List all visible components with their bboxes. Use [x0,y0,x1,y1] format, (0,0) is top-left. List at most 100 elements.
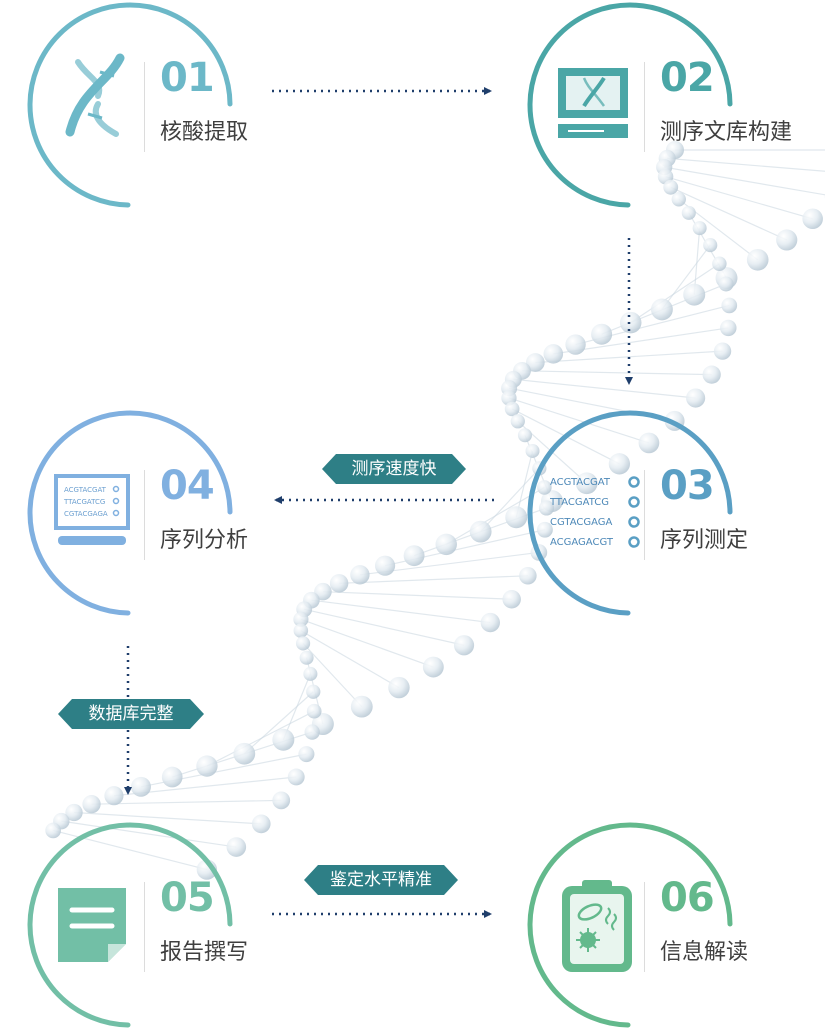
helix-bead [388,676,410,699]
laptop-sequence-2: TTACGATCG [63,498,105,506]
clipboard-microbe-icon [560,878,634,978]
helix-bead [638,432,660,454]
helix-bead [306,684,321,699]
helix-bead [435,533,457,556]
step-01-divider [144,62,145,152]
step-01-label: 核酸提取 [160,120,249,145]
helix-bead [82,795,101,814]
helix-bead [196,755,218,777]
helix-bead [681,205,696,220]
helix-bead [469,520,492,543]
helix-rung [73,811,262,825]
helix-bead [525,443,540,458]
step-06: 06 信息解读 [520,820,760,1030]
helix-bead [329,574,349,593]
step-05-number: 05 [160,875,215,921]
helix-rung [535,350,723,364]
helix-bead [104,786,124,806]
helix-rung [304,608,465,646]
helix-bead [720,319,737,337]
helix-bead [350,565,370,585]
step-03-number: 03 [660,463,715,509]
helix-bead [663,179,679,195]
helix-rung [693,228,701,295]
helix-bead [746,248,769,271]
helix-bead [525,353,545,372]
laptop-sequence-3: CGTACGAGA [64,510,108,518]
helix-bead [65,803,83,822]
sequence-line-1: ACGTACGAT [550,477,611,488]
helix-bead [502,590,521,609]
step-02-number: 02 [660,55,715,101]
helix-bead [671,192,686,207]
helix-bead [519,566,537,585]
step-05: 05 报告撰写 [20,820,260,1030]
helix-rung [508,397,650,444]
document-icon [54,884,134,970]
helix-bead [517,428,532,443]
helix-bead [776,229,798,251]
helix-bead [608,453,631,475]
helix-bead [295,636,311,651]
helix-bead [287,768,305,786]
helix-bead [226,837,247,857]
step-01-number: 01 [160,55,215,101]
helix-bead [453,635,475,656]
sequence-line-3: CGTACGAGA [550,517,613,528]
badge-accuracy: 鉴定水平精准 [304,865,458,895]
helix-bead [422,656,444,678]
helix-bead [713,342,732,360]
step-05-divider [144,882,145,972]
badge-speed: 测序速度快 [322,454,466,484]
step-03-label: 序列测定 [660,528,749,553]
step-01-ring [27,2,233,208]
dna-icon [58,52,138,146]
helix-rung [664,166,825,196]
helix-bead [537,480,552,495]
helix-bead [350,695,373,718]
laptop-sequence-icon: ACGTACGAT TTACGATCG CGTACGAGA [52,474,132,554]
helix-rung [61,820,237,848]
helix-bead [510,414,525,429]
step-04: ACGTACGAT TTACGATCG CGTACGAGA 04 序列分析 [20,408,260,618]
step-03-divider [644,470,645,560]
helix-bead [543,344,564,364]
helix-rung [630,263,720,324]
step-02-divider [644,62,645,152]
helix-rung [206,710,315,767]
step-04-divider [144,470,145,560]
helix-bead [251,814,271,834]
step-06-label: 信息解读 [660,940,749,965]
helix-bead [293,611,309,627]
helix-rung [670,186,787,241]
helix-rung [300,618,434,668]
helix-bead [298,746,315,763]
laptop-sequence-1: ACGTACGAT [64,486,107,494]
helix-rung [243,691,314,755]
helix-rung [91,799,282,805]
helix-rung [667,157,825,172]
step-06-divider [644,882,645,972]
step-03: ACGTACGAT TTACGATCG CGTACGAGA ACGAGACGT … [520,408,760,618]
helix-bead [504,401,520,417]
step-06-ring [527,822,733,1028]
helix-bead [650,298,673,321]
helix-bead [536,521,553,538]
badge-database: 数据库完整 [58,699,204,729]
monitor-dna-icon [554,66,634,150]
helix-rung [513,378,696,399]
helix-rung [445,486,545,545]
helix-rung [300,630,400,689]
helix-bead [45,822,61,839]
helix-bead [293,623,309,638]
helix-bead [403,545,425,567]
helix-rung [521,370,712,376]
helix-bead [272,728,295,751]
step-01: 01 核酸提取 [20,0,260,210]
step-02-ring [527,2,733,208]
helix-bead [721,297,738,314]
helix-bead [272,791,291,810]
helix-bead [692,221,707,236]
